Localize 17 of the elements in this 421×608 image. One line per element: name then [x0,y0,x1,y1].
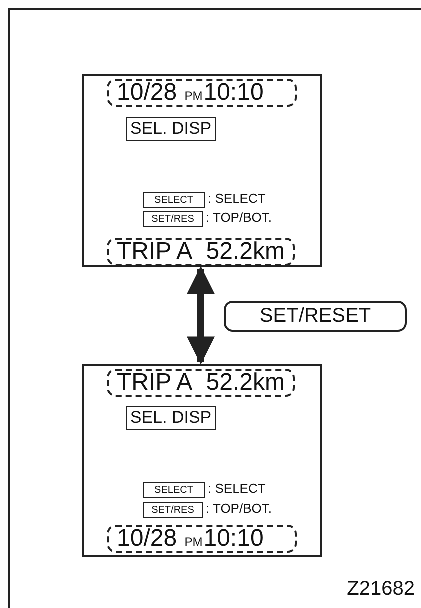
display-label: SEL. DISP [126,117,216,141]
display-screen [82,364,322,557]
button-label: SET/RESET [224,301,407,332]
display-field: TRIP A 52.2km [107,369,295,397]
key-description: : TOP/BOT. [206,501,272,516]
display-field: TRIP A 52.2km [107,238,295,266]
key-label: SET/RES [143,502,203,518]
key-label: SELECT [143,482,205,498]
figure-code: Z21682 [347,578,415,601]
key-description: : SELECT [208,191,266,206]
display-label: SEL. DISP [126,406,216,430]
double-arrow [187,266,215,365]
key-description: : TOP/BOT. [206,210,272,225]
key-label: SELECT [143,192,205,208]
display-screen [82,74,322,267]
key-description: : SELECT [208,481,266,496]
key-label: SET/RES [143,211,203,227]
